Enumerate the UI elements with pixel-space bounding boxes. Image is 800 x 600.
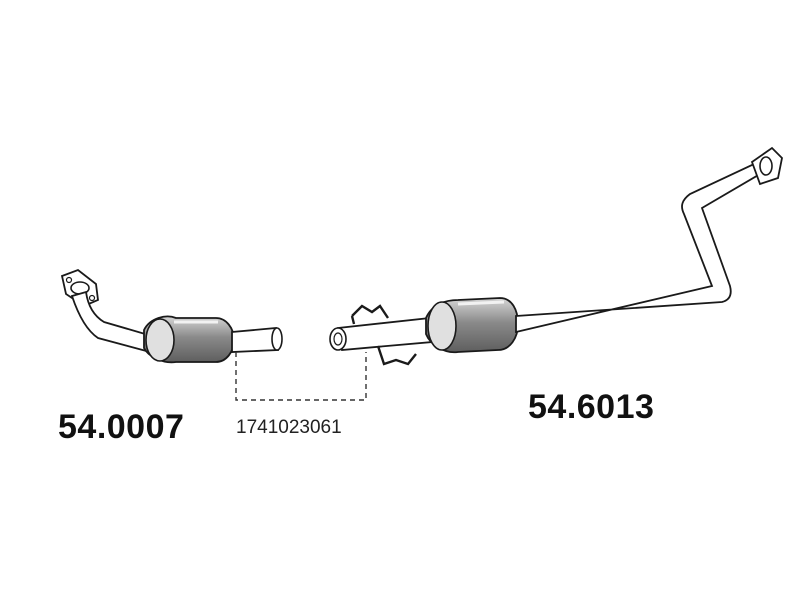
rear-catalytic-converter — [425, 297, 519, 354]
front-catalytic-converter — [143, 315, 235, 364]
front-pipe-section — [60, 268, 283, 364]
rear-section-part-number: 54.6013 — [528, 388, 655, 426]
connector-part-number: 1741023061 — [236, 417, 342, 438]
rear-pipe-section — [329, 146, 783, 366]
connector-dashed-bracket — [235, 352, 367, 401]
front-section-part-number: 54.0007 — [58, 408, 185, 446]
rear-tail-pipe — [515, 162, 762, 334]
front-outlet-pipe — [231, 327, 283, 353]
rear-mounting-bracket-top — [350, 304, 389, 325]
rear-mounting-bracket-bottom — [376, 345, 417, 366]
rear-inlet-end — [329, 317, 433, 351]
front-inlet-pipe — [70, 290, 153, 354]
rear-outlet-flange — [750, 146, 783, 186]
